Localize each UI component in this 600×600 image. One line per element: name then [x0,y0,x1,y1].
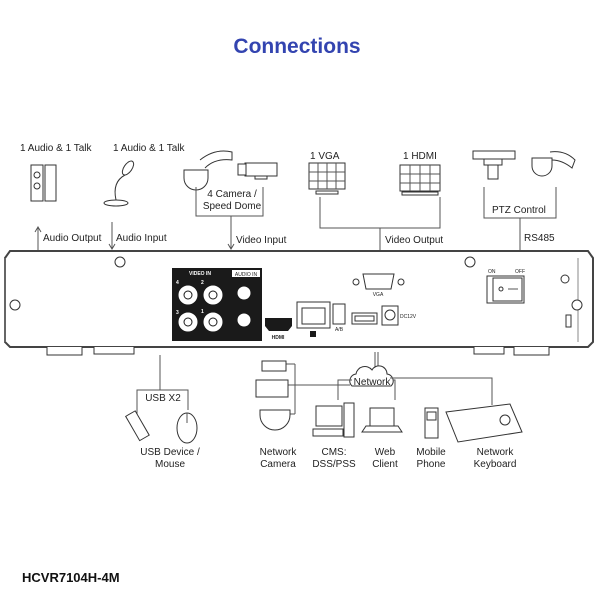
network-camera-icon [255,360,291,431]
ptz-control-label: PTZ Control [492,205,546,216]
hdmi-monitor-label: 1 HDMI [403,151,437,162]
network-keyboard-label-line2: Keyboard [474,459,517,470]
video-in-label: VIDEO IN [189,271,211,277]
video-output-label: Video Output [385,235,443,246]
hdmi-port: HDMI [265,318,292,341]
port-4-label: 4 [176,280,179,286]
audio-in-label: AUDIO IN [235,272,258,278]
vga-port: VGA [352,273,405,298]
speed-dome-icon [183,150,233,191]
web-client-label-line1: Web [375,447,396,458]
speaker-icon [30,164,57,202]
dvr-rear-panel [4,250,594,356]
network-keyboard-label-line1: Network [477,447,515,458]
mouse-icon [176,412,198,444]
hdmi-monitor-icon [399,164,441,196]
rs485-label: RS485 [524,233,555,244]
usb-stick-icon [124,410,150,442]
video-input-label: Video Input [236,235,287,246]
mobile-phone-label-line1: Mobile [416,447,446,458]
usb-port [351,312,378,325]
dc-label: DC12V [400,314,417,320]
network-label: Network [354,377,392,388]
page-title: Connections [233,35,360,58]
audio-input-arrow [108,222,116,250]
ab-label: A/B [335,327,344,333]
mobile-phone-icon [424,407,439,439]
ptz-speed-dome-icon [531,151,576,177]
dc-power-port: DC12V [381,305,417,326]
vga-monitor-icon [308,162,346,195]
laptop-icon [361,407,403,433]
audio-input-label: Audio Input [116,233,167,244]
audio-output-arrow [34,226,42,250]
box-camera-icon [237,162,278,180]
network-camera-label-line2: Camera [260,459,296,470]
audio-input-device-label: 1 Audio & 1 Talk [113,143,186,154]
on-label: ON [488,269,496,275]
camera-bracket [195,187,264,217]
port-2-label: 2 [201,280,204,286]
usb-device-label-line1: USB Device / [140,447,200,458]
usb-device-label-line2: Mouse [155,459,185,470]
computer-icon [312,402,355,438]
model-name: HCVR7104H-4M [22,570,120,585]
web-client-label-line2: Client [372,459,398,470]
video-in-panel: VIDEO IN AUDIO IN 4 2 3 1 [172,268,262,341]
usb-label: USB X2 [145,393,181,404]
rs485-port: A/B [332,303,346,333]
network-cloud-icon [349,365,394,387]
network-camera-label-line1: Network [260,447,298,458]
vga-monitor-label: 1 VGA [310,151,340,162]
cms-label-line2: DSS/PSS [312,459,356,470]
video-output-bracket [319,197,441,229]
microphone-icon [103,160,135,207]
off-label: OFF [515,269,525,275]
ethernet-port [296,301,331,337]
network-keyboard-icon [445,403,523,443]
vga-port-label: VGA [373,292,384,298]
hdmi-port-label: HDMI [272,335,285,341]
mobile-phone-label-line2: Phone [417,459,446,470]
port-3-label: 3 [176,310,179,316]
cms-label-line1: CMS: [322,447,347,458]
video-input-arrow [227,216,235,250]
usb-bracket [136,355,189,415]
camera-label-line1: 4 Camera / [207,189,257,200]
audio-output-label: Audio Output [43,233,102,244]
audio-output-device-label: 1 Audio & 1 Talk [20,143,93,154]
camera-label-line2: Speed Dome [203,201,262,212]
port-1-label: 1 [201,309,204,315]
ptz-camera-icon [472,150,516,180]
power-switch[interactable]: ON OFF [486,269,525,304]
